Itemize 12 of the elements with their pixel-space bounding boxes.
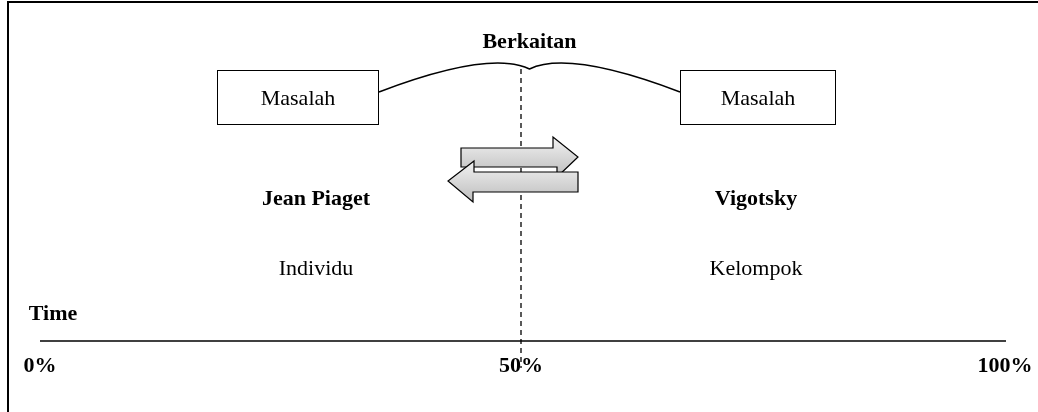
author-name: Jean Piaget [261,185,371,211]
tick-label: 0% [23,352,57,378]
axis-title: Time [28,300,78,326]
edge-label: Berkaitan [482,28,577,54]
tick-label: 50% [499,352,543,378]
tick-label: 100% [977,352,1033,378]
category-label: Individu [278,255,354,281]
connector-curve [378,62,681,93]
problem-box: Masalah [680,70,836,125]
problem-box: Masalah [217,70,379,125]
author-name: Vigotsky [714,185,798,211]
category-label: Kelompok [709,255,803,281]
